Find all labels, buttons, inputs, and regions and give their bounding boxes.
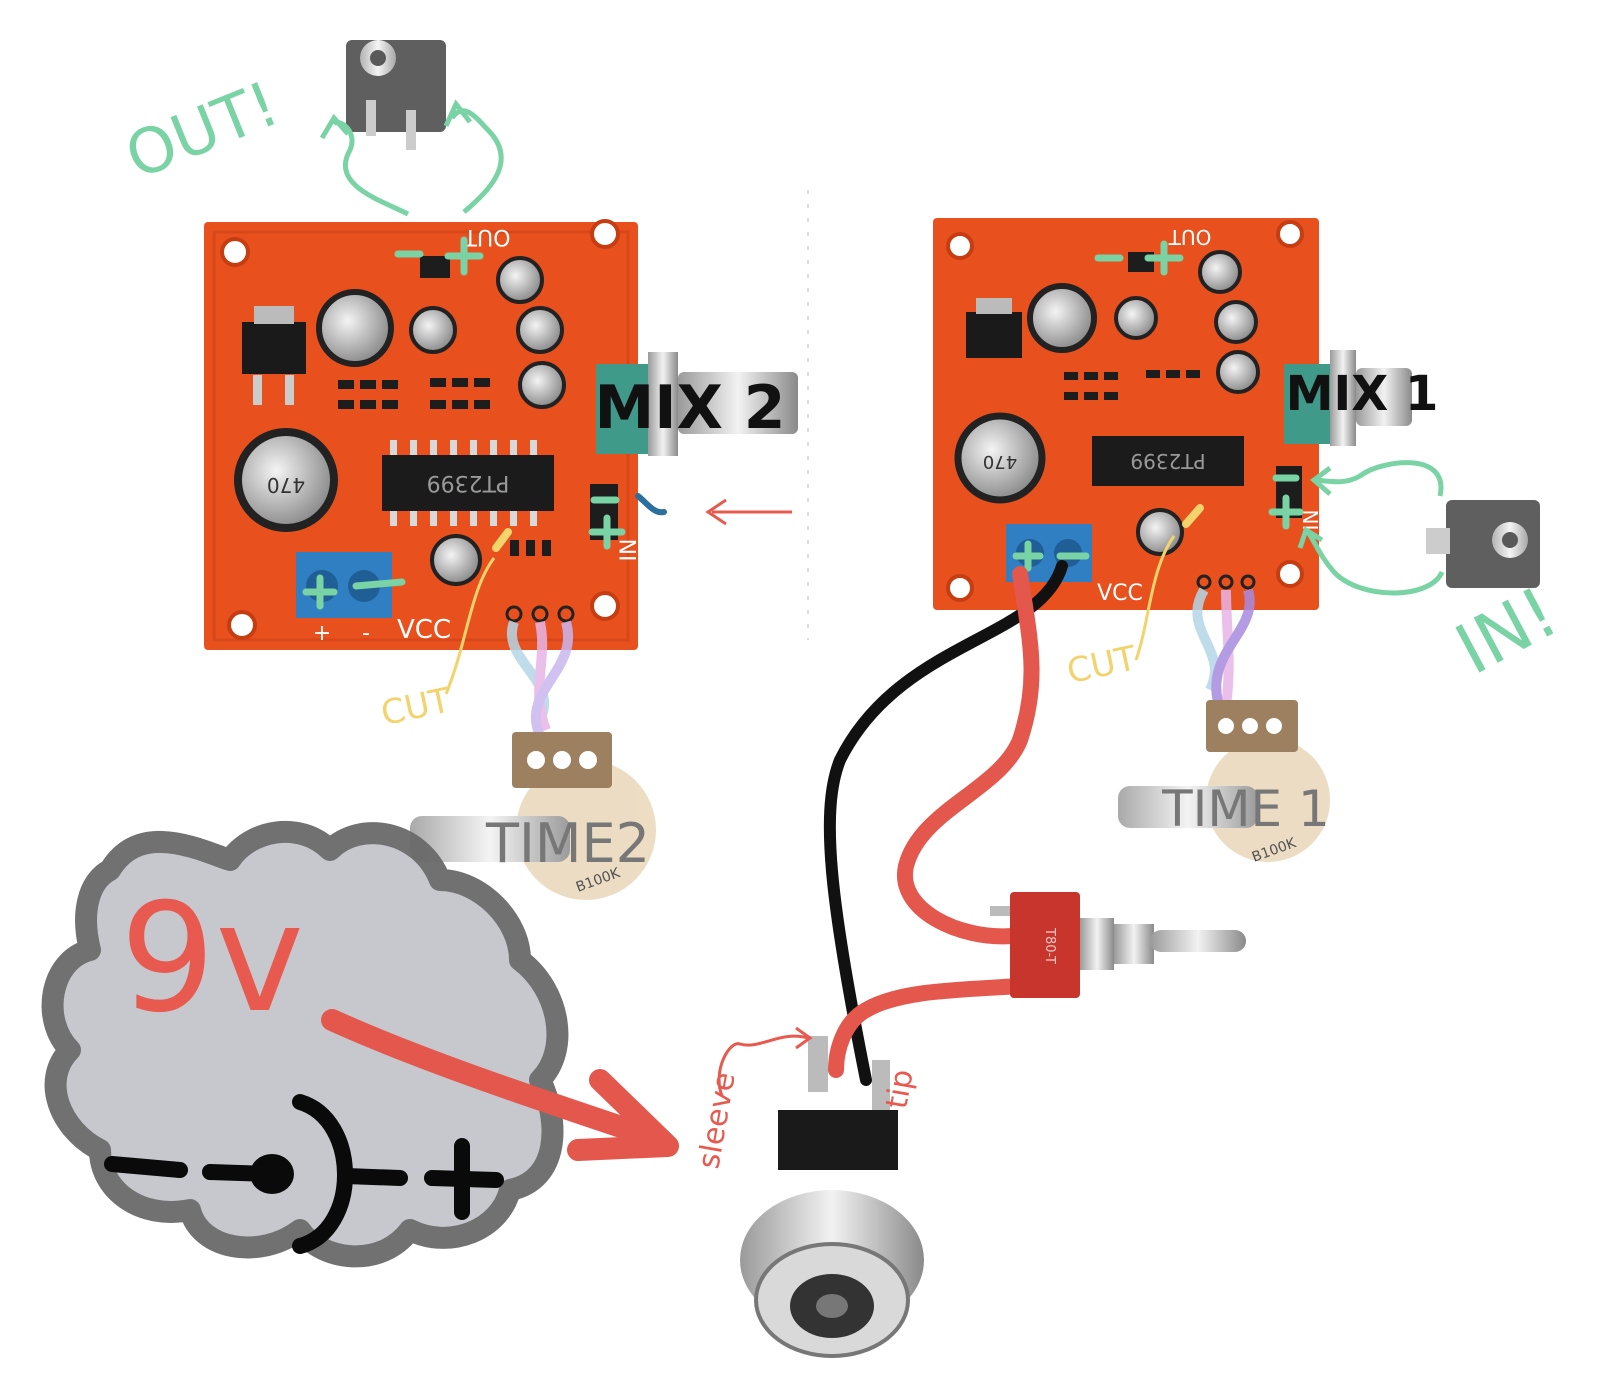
big-cap-470uf [234, 428, 338, 532]
minus-silkscreen: - [362, 621, 370, 646]
big-cap-label: 470 [267, 473, 305, 497]
in-plus-wire [1305, 530, 1445, 596]
small-cap [409, 306, 457, 354]
sleeve-pointer [717, 1034, 809, 1097]
electrolytic-cap [1027, 283, 1097, 353]
time-1-label: TIME 1 [1161, 780, 1330, 838]
small-cap [518, 361, 566, 409]
small-cap [1114, 296, 1158, 340]
mount-hole [946, 232, 974, 260]
cut-annotation-left: CUT [378, 680, 454, 734]
mix-1-label: MIX 1 [1286, 366, 1439, 422]
out-silkscreen: OUT [1168, 225, 1211, 249]
voltage-arrow [321, 1009, 671, 1151]
out-plus-wire [449, 108, 504, 214]
small-cap [496, 256, 544, 304]
electrolytic-cap [316, 289, 394, 367]
left-delay-board: OUT 470 PT2399 [204, 219, 798, 650]
mix-pot-shaft [1356, 368, 1412, 426]
pt2399-chip [1092, 436, 1244, 486]
in-annotation: IN! [1443, 571, 1571, 691]
cut-line [444, 557, 496, 695]
vcc-silkscreen: VCC [1097, 581, 1143, 606]
cut-line [1134, 535, 1176, 661]
pt2399-chip [382, 455, 554, 511]
small-cap [1136, 508, 1184, 556]
in-minus-wire [1315, 460, 1444, 497]
mount-hole [590, 219, 620, 249]
small-cap [1198, 250, 1242, 294]
mount-hole [1276, 220, 1304, 248]
switch-label: T80-T [1042, 927, 1057, 964]
wire-red-to-switch [897, 566, 1040, 945]
big-cap-label: 470 [983, 451, 1017, 472]
mix-pot-shaft [678, 372, 798, 434]
wire-red-to-jack [828, 978, 1028, 1078]
cut-annotation-right: CUT [1064, 638, 1140, 692]
output-audio-jack [346, 40, 446, 150]
polarity-marks [302, 236, 1304, 610]
wire-black [823, 560, 1068, 1086]
output-header [420, 256, 450, 278]
mount-hole [1276, 560, 1304, 588]
power-supply-badge [41, 820, 569, 1268]
mix-pot-body [1284, 364, 1332, 444]
out-annotation: OUT! [116, 67, 289, 193]
mount-hole [227, 610, 257, 640]
mix-2-label: MIX 2 [595, 373, 786, 443]
out-silkscreen: OUT [463, 224, 510, 249]
chip-label: PT2399 [427, 470, 510, 495]
right-delay-board: OUT 470 PT2399 VCC IN [933, 218, 1412, 610]
mount-hole [946, 574, 974, 602]
voltage-annotation: 9v [120, 872, 304, 1046]
mix-pot-body [596, 364, 648, 454]
polarity-dot [250, 1154, 294, 1194]
small-cap [430, 534, 482, 586]
time-2-label: TIME2 [485, 812, 650, 875]
voltage-regulator [242, 322, 306, 374]
mount-hole [220, 237, 250, 267]
in-silkscreen: IN [617, 539, 642, 562]
mount-hole [590, 591, 620, 621]
out-minus-wire [332, 120, 410, 217]
power-toggle-switch: T80-T [990, 892, 1246, 998]
time-1-pot: B100K [1118, 587, 1330, 866]
vcc-silkscreen: VCC [397, 615, 451, 645]
input-marker [635, 493, 667, 516]
voltage-regulator [966, 312, 1022, 358]
input-arrow [705, 498, 792, 526]
small-cap [1216, 350, 1260, 394]
in-silkscreen: IN [1299, 510, 1323, 531]
small-cap [1214, 300, 1258, 344]
big-cap-470uf [954, 412, 1046, 504]
polarity-text: -◄●)-+ [0, 0, 4, 1]
small-cap [516, 306, 564, 354]
chip-label: PT2399 [1130, 449, 1205, 473]
dc-power-jack [740, 1036, 924, 1358]
input-audio-jack [1426, 500, 1540, 588]
plus-silkscreen: + [313, 621, 331, 646]
center-negative-polarity-symbol [104, 1094, 504, 1254]
sleeve-annotation: sleeve [691, 1070, 742, 1172]
tip-annotation: tip [879, 1067, 920, 1112]
time-2-pot: B100K [410, 620, 656, 900]
